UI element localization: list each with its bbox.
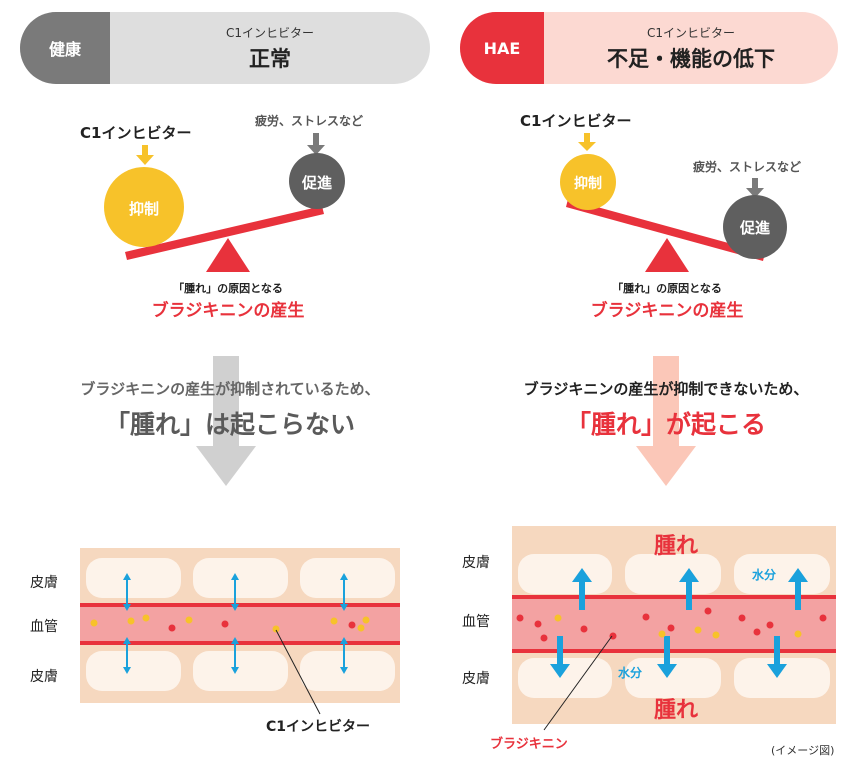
right-cause-line1: 「腫れ」の原因となる bbox=[612, 282, 722, 295]
left-seesaw-graphic bbox=[104, 133, 345, 272]
right-swelling-bottom: 腫れ bbox=[653, 698, 699, 723]
hae-header-title: 不足・機能の低下 bbox=[607, 46, 775, 71]
healthy-header-body: C1インヒビター 正常 bbox=[110, 12, 430, 84]
left-promote-circle bbox=[289, 153, 345, 209]
right-inhibitor-label: C1インヒビター bbox=[520, 112, 632, 130]
left-big-down-arrow bbox=[196, 356, 256, 486]
left-stress-arrow-head bbox=[307, 145, 325, 155]
right-skin-bottom-label: 皮膚 bbox=[462, 671, 490, 687]
right-promote-circle bbox=[723, 195, 787, 259]
footnote: (イメージ図) bbox=[771, 744, 835, 757]
right-big-down-arrow bbox=[636, 356, 696, 486]
left-skin-bottom-label: 皮膚 bbox=[30, 669, 58, 685]
hae-header-body: C1インヒビター 不足・機能の低下 bbox=[544, 12, 838, 84]
left-message-line1: ブラジキニンの産生が抑制されているため、 bbox=[80, 380, 380, 398]
hae-header-sub: C1インヒビター bbox=[646, 25, 735, 40]
right-stress-arrow-shaft bbox=[752, 178, 758, 190]
right-swelling-top: 腫れ bbox=[653, 534, 699, 559]
left-cause-line1: 「腫れ」の原因となる bbox=[173, 282, 283, 295]
left-stress-arrow-shaft bbox=[313, 133, 319, 147]
hae-header: HAE C1インヒビター 不足・機能の低下 bbox=[460, 12, 838, 84]
left-suppress-circle bbox=[104, 167, 184, 247]
left-vessel-graphic bbox=[80, 548, 400, 703]
right-skin-top-label: 皮膚 bbox=[462, 555, 490, 571]
left-inhibitor-label: C1インヒビター bbox=[80, 124, 192, 142]
right-water-top: 水分 bbox=[752, 568, 777, 582]
right-bk-callout-label: ブラジキニン bbox=[490, 737, 568, 752]
left-seesaw-fulcrum bbox=[206, 238, 250, 272]
left-message-line2: 「腫れ」は起こらない bbox=[104, 410, 356, 439]
right-water-bottom: 水分 bbox=[618, 666, 643, 680]
left-seesaw-beam bbox=[125, 206, 324, 260]
left-suppress-text: 抑制 bbox=[128, 200, 160, 218]
left-stress-label: 疲労、ストレスなど bbox=[255, 114, 364, 128]
right-promote-text: 促進 bbox=[739, 219, 771, 237]
right-stress-arrow-head bbox=[746, 188, 764, 198]
right-suppress-circle bbox=[560, 154, 616, 210]
right-suppress-text: 抑制 bbox=[574, 176, 602, 192]
left-inhibitor-arrow-head bbox=[136, 155, 154, 165]
healthy-header-sub: C1インヒビター bbox=[225, 25, 314, 40]
right-message-line2: 「腫れ」が起こる bbox=[565, 410, 767, 439]
hae-badge: HAE bbox=[460, 12, 544, 84]
healthy-header: 健康 C1インヒビター 正常 bbox=[20, 12, 430, 84]
right-message-line1: ブラジキニンの産生が抑制できないため、 bbox=[523, 380, 809, 398]
right-cause-line2: ブラジキニンの産生 bbox=[590, 301, 744, 321]
right-vessel-graphic bbox=[512, 526, 836, 724]
left-skin-top-label: 皮膚 bbox=[30, 575, 58, 591]
healthy-header-title: 正常 bbox=[249, 46, 291, 71]
left-inhibitor-arrow-shaft bbox=[142, 145, 148, 157]
right-seesaw-beam bbox=[566, 199, 765, 261]
right-inhibitor-arrow-head bbox=[578, 142, 596, 151]
left-promote-text: 促進 bbox=[301, 174, 333, 192]
left-cause-line2: ブラジキニンの産生 bbox=[151, 301, 305, 321]
left-vessel-label: 血管 bbox=[30, 619, 58, 635]
healthy-badge: 健康 bbox=[20, 12, 110, 84]
left-c1-callout-label: C1インヒビター bbox=[266, 719, 371, 735]
left-c1-callout-line bbox=[275, 629, 321, 715]
right-stress-label: 疲労、ストレスなど bbox=[693, 160, 802, 174]
right-inhibitor-arrow-shaft bbox=[584, 133, 590, 144]
right-vessel-label: 血管 bbox=[462, 614, 490, 630]
right-seesaw-fulcrum bbox=[645, 238, 689, 272]
right-seesaw-graphic bbox=[560, 133, 787, 272]
right-bk-callout-line bbox=[543, 635, 613, 731]
